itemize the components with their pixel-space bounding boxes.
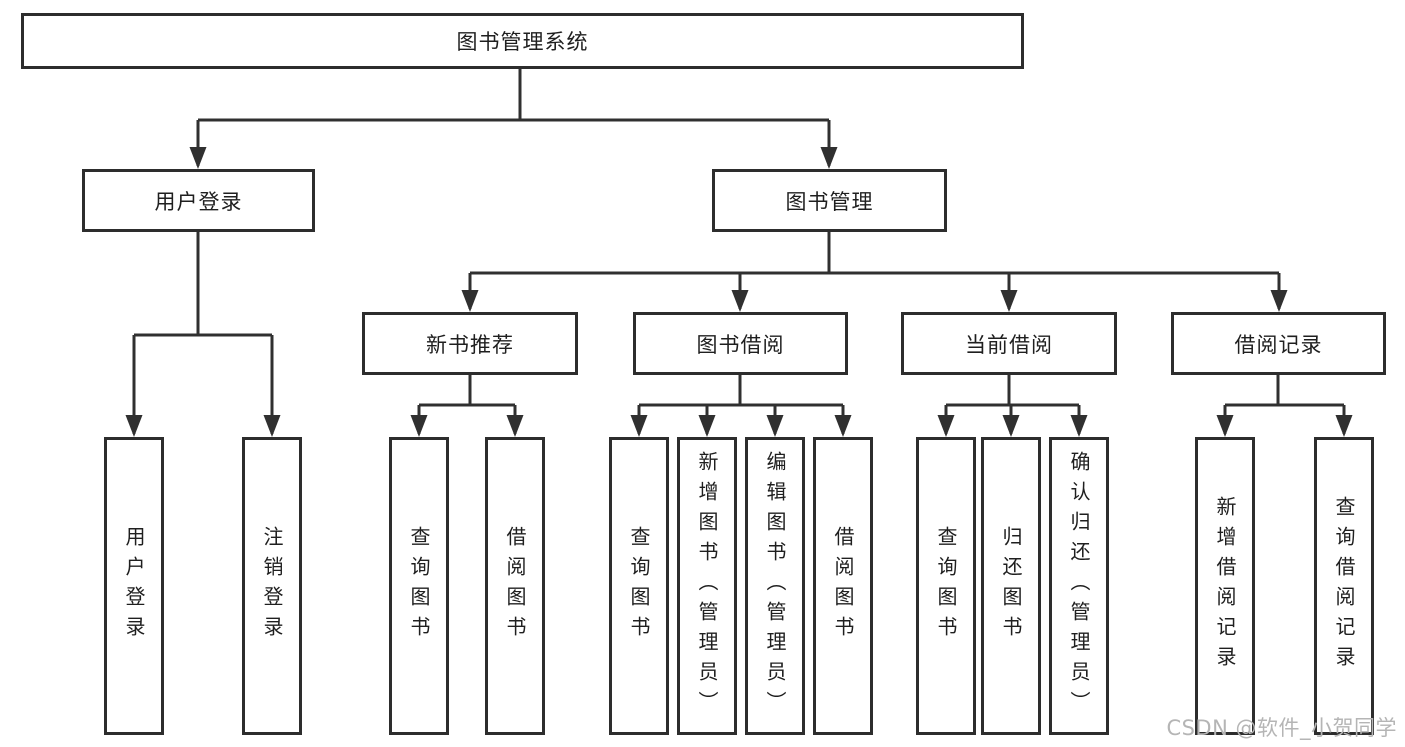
leaf-user-login: 用户登录 <box>104 437 164 735</box>
leaf-borrow-books-recommend: 借阅图书 <box>485 437 545 735</box>
leaf-query-borrow-record: 查询借阅记录 <box>1314 437 1374 735</box>
leaf-borrow-books: 借阅图书 <box>813 437 873 735</box>
leaf-edit-books-admin: 编辑图书（管理员） <box>745 437 805 735</box>
leaf-add-borrow-record: 新增借阅记录 <box>1195 437 1255 735</box>
leaf-query-books-recommend: 查询图书 <box>389 437 449 735</box>
node-new-book-recommend: 新书推荐 <box>362 312 578 375</box>
leaf-confirm-return-admin: 确认归还（管理员） <box>1049 437 1109 735</box>
watermark: CSDN @软件_小贺同学 <box>1166 716 1397 740</box>
leaf-query-books-current: 查询图书 <box>916 437 976 735</box>
leaf-return-books: 归还图书 <box>981 437 1041 735</box>
connector-paths <box>132 69 1346 434</box>
node-book-borrow: 图书借阅 <box>633 312 848 375</box>
node-user-login: 用户登录 <box>82 169 315 232</box>
leaf-query-books-borrow: 查询图书 <box>609 437 669 735</box>
node-borrow-records: 借阅记录 <box>1171 312 1386 375</box>
node-book-management: 图书管理 <box>712 169 947 232</box>
leaf-add-books-admin: 新增图书（管理员） <box>677 437 737 735</box>
arrowheads <box>125 147 1353 437</box>
leaf-logout: 注销登录 <box>242 437 302 735</box>
node-root-system: 图书管理系统 <box>21 13 1024 69</box>
node-current-borrow: 当前借阅 <box>901 312 1117 375</box>
